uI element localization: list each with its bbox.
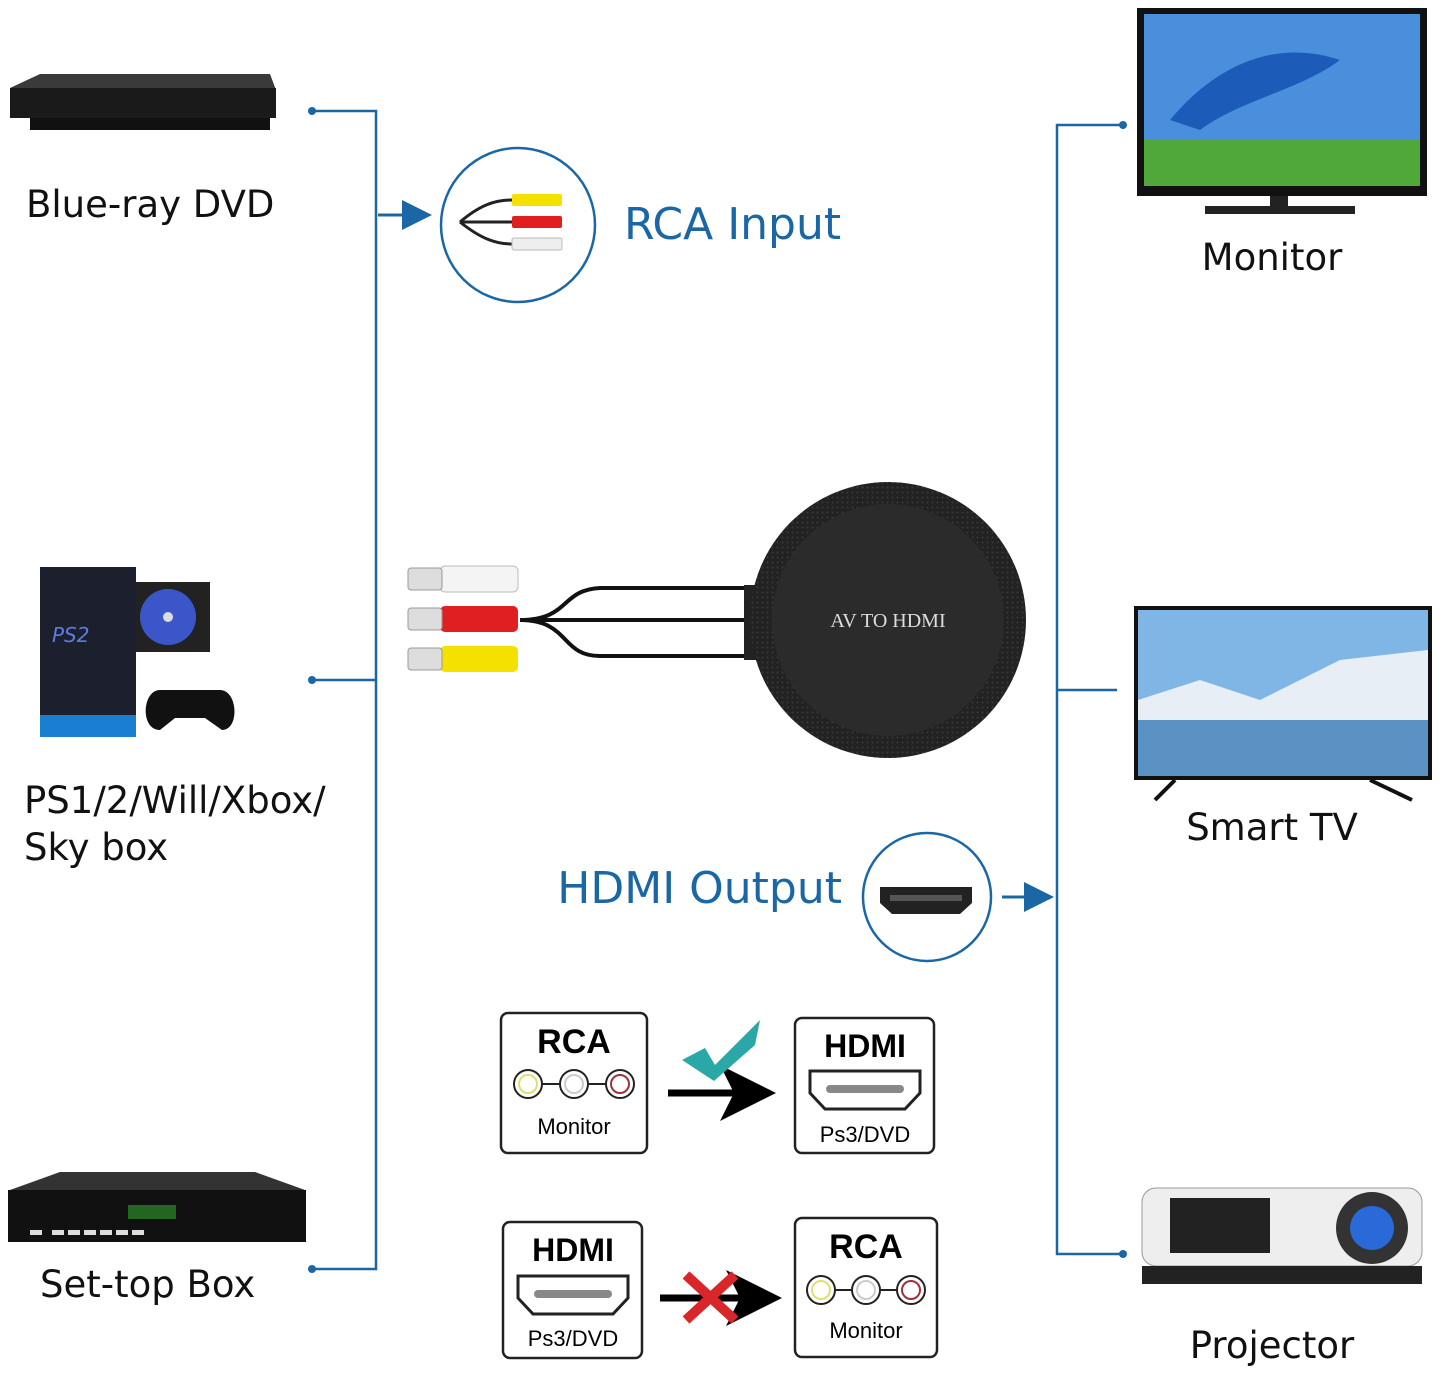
- to-title: HDMI: [824, 1028, 906, 1064]
- check-icon: [682, 1020, 760, 1081]
- from-sub: Monitor: [537, 1114, 610, 1139]
- display-label-monitor: Monitor: [1201, 236, 1343, 279]
- rca-input-label: RCA Input: [624, 199, 842, 250]
- source-label-console-line2: Sky box: [24, 826, 169, 869]
- set-top-box-icon: [8, 1172, 306, 1242]
- to-sub: Monitor: [829, 1318, 902, 1343]
- from-title: RCA: [537, 1023, 611, 1061]
- smart-tv-icon: [1134, 606, 1432, 802]
- rca-plug-icon: [439, 146, 597, 304]
- display-bracket: [1002, 123, 1123, 1256]
- monitor-icon: [1137, 8, 1427, 214]
- game-console-icon: PS2: [40, 567, 235, 737]
- bluray-player-icon: [10, 74, 276, 130]
- to-title: RCA: [829, 1228, 903, 1266]
- device-label: AV TO HDMI: [830, 610, 945, 632]
- to-sub: Ps3/DVD: [820, 1122, 910, 1147]
- from-title: HDMI: [532, 1232, 614, 1268]
- display-label-projector: Projector: [1189, 1324, 1355, 1367]
- display-label-smarttv: Smart TV: [1186, 806, 1358, 849]
- source-label-bluray: Blue-ray DVD: [26, 183, 275, 226]
- compatibility-supported: RCA Monitor HDMI Ps3/DVD: [499, 1011, 936, 1155]
- hdmi-output-label: HDMI Output: [557, 863, 842, 914]
- source-bracket: [312, 109, 432, 1271]
- source-label-console-line1: PS1/2/Will/Xbox/: [24, 779, 326, 822]
- from-sub: Ps3/DVD: [528, 1326, 618, 1351]
- svg-text:PS2: PS2: [52, 623, 89, 647]
- projector-icon: [1141, 1187, 1423, 1284]
- av-to-hdmi-converter: AV TO HDMI: [407, 482, 1026, 758]
- compatibility-unsupported: HDMI Ps3/DVD RCA Monitor: [501, 1216, 939, 1360]
- cross-icon: [682, 1271, 739, 1324]
- source-label-settop: Set-top Box: [40, 1263, 256, 1306]
- hdmi-port-icon: [861, 831, 993, 963]
